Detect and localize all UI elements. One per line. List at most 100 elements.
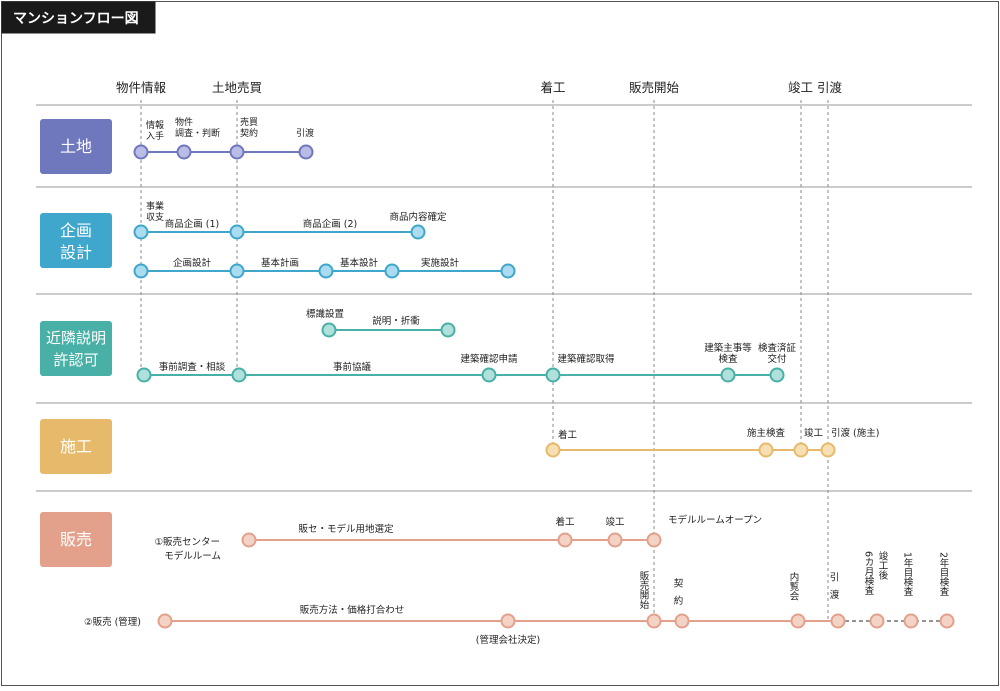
- sales-nodes: [157, 532, 955, 629]
- lbl-obtain: 入手: [146, 130, 164, 142]
- node-plan-design: [133, 263, 149, 279]
- node-contract: [229, 144, 245, 160]
- node-certificate: [769, 367, 785, 383]
- node-owner-check: [758, 442, 774, 458]
- milestone-completion-handover: 竣工 引渡: [788, 80, 842, 95]
- lbl-sale: 売買: [240, 116, 258, 128]
- planning-nodes: [133, 224, 516, 279]
- lbl-owner-handover: 引渡 (施主): [831, 427, 879, 439]
- node-owner-handover: [820, 442, 836, 458]
- lbl-apply: 建築確認申請: [460, 353, 518, 365]
- lbl-inspection: 検査: [718, 353, 738, 365]
- vlbl-1y: 1年目検査: [902, 552, 914, 596]
- lbl-negotiation: 説明・折衝: [372, 315, 420, 327]
- title-tab: [1, 1, 156, 34]
- node-info: [133, 144, 149, 160]
- lbl-consult: 事前協議: [333, 361, 372, 373]
- node-mgmt-company: [500, 613, 516, 629]
- row-label-box-sales: [40, 512, 112, 567]
- lbl-inspector: 建築主事等: [704, 342, 752, 354]
- row-label-land: 土地: [60, 137, 92, 156]
- lbl-start: 着工: [558, 429, 578, 441]
- row-label-box-permits: [40, 321, 112, 376]
- node-preview: [790, 613, 806, 629]
- vlbl-after-complete: 竣工後: [877, 550, 889, 579]
- lbl-approved: 建築確認取得: [557, 353, 615, 365]
- row-label-planning-2: 設計: [60, 243, 92, 262]
- node-product-1: [229, 224, 245, 240]
- row-label-permits-2: 許認可: [53, 351, 98, 369]
- node-business: [133, 224, 149, 240]
- node-contract-sales: [674, 613, 690, 629]
- node-2y-check: [939, 613, 955, 629]
- row-label-box-land: [40, 119, 112, 174]
- lbl-model-open: モデルルームオープン: [668, 514, 762, 526]
- lbl-product-plan-2: 商品企画 (2): [303, 218, 357, 230]
- node-center-site: [241, 532, 257, 548]
- lbl-sales-mgmt: ②販売 (管理): [84, 616, 141, 628]
- row-sales: 販売 ①販売センター モデルルーム 販セ・モデル用地選定 着工 竣工 モデルルー…: [40, 512, 955, 646]
- vlbl-2y: 2年目検査: [938, 552, 950, 596]
- lbl-cert: 検査済証: [758, 342, 797, 354]
- vlbl-6m: 6カ月検査: [863, 551, 875, 595]
- lbl-issued: 交付: [767, 353, 787, 365]
- lbl-property: 物件: [175, 116, 193, 128]
- node-apply: [481, 367, 497, 383]
- node-product-fixed: [410, 224, 426, 240]
- node-approved: [545, 367, 561, 383]
- node-complete: [793, 442, 809, 458]
- lbl-product-content: 商品内容確定: [389, 211, 447, 223]
- row-label-construction: 施工: [60, 437, 92, 456]
- node-basic-plan: [229, 263, 245, 279]
- lbl-plan-design: 企画設計: [173, 257, 212, 269]
- vlbl-sales-start: 販売開始: [638, 570, 650, 610]
- milestone-property-info: 物件情報: [116, 80, 167, 95]
- lbl-pricing: 販売方法・価格打合わせ: [300, 604, 405, 616]
- row-label-permits-1: 近隣説明: [46, 329, 106, 347]
- node-handover: [298, 144, 314, 160]
- node-design-end: [500, 263, 516, 279]
- lbl-survey-judge: 調査・判断: [175, 127, 220, 139]
- lbl-complete: 竣工: [804, 427, 824, 439]
- vlbl-contract: 契約: [672, 577, 684, 613]
- node-basic-design: [318, 263, 334, 279]
- lbl-revenue: 収支: [146, 211, 164, 223]
- row-construction: 施工 着工 施主検査 竣工 引渡 (施主): [40, 419, 879, 474]
- node-sales-open: [646, 613, 662, 629]
- milestone-sales-start: 販売開始: [629, 80, 680, 95]
- construction-nodes: [545, 442, 836, 458]
- node-6m-check: [869, 613, 885, 629]
- node-exec-design: [384, 263, 400, 279]
- lbl-sales-done: 竣工: [605, 516, 625, 528]
- node-model-open: [646, 532, 662, 548]
- row-label-sales: 販売: [60, 530, 92, 549]
- node-1y-check: [903, 613, 919, 629]
- permits-nodes: [136, 322, 785, 383]
- node-sales-complete: [607, 532, 623, 548]
- row-planning: 企画 設計 事業 収支 商品企画 (1) 商品企画 (2) 商品内容確定 企画設…: [40, 200, 516, 279]
- lbl-basic-design: 基本設計: [340, 257, 379, 269]
- lbl-basic-plan: 基本計画: [261, 257, 299, 269]
- milestone-construction-start: 着工: [540, 80, 565, 95]
- row-label-planning-1: 企画: [60, 221, 92, 240]
- lbl-sales-center: ①販売センター: [154, 536, 220, 548]
- node-survey: [176, 144, 192, 160]
- lbl-prelim: 事前調査・相談: [159, 361, 226, 373]
- lbl-sales-construct: 着工: [555, 516, 575, 528]
- lbl-land-handover: 引渡: [296, 127, 314, 139]
- lbl-info: 情報: [146, 119, 164, 131]
- lbl-sign: 標識設置: [306, 308, 344, 320]
- node-sales-mgmt: [157, 613, 173, 629]
- node-sales-start-const: [557, 532, 573, 548]
- lbl-site-select: 販セ・モデル用地選定: [298, 523, 394, 535]
- row-permits: 近隣説明 許認可 標識設置 説明・折衝 事前調査・相談 事前協議 建築確認申請 …: [40, 308, 797, 383]
- land-nodes: [133, 144, 314, 160]
- lbl-owner-check: 施主検査: [747, 427, 786, 439]
- node-sign: [321, 322, 337, 338]
- lbl-exec-design: 実施設計: [421, 257, 460, 269]
- vlbl-handover: 引渡: [828, 572, 840, 607]
- row-label-box-construction: [40, 419, 112, 474]
